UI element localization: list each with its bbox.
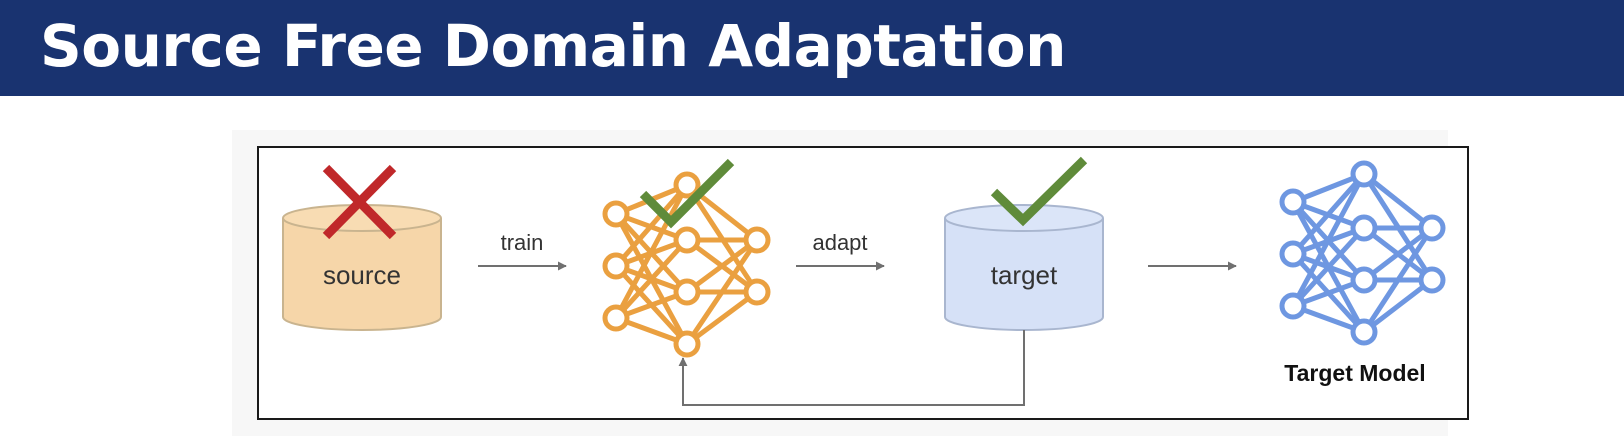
network-connection bbox=[1362, 172, 1434, 230]
source-model-network bbox=[602, 171, 771, 358]
network-node bbox=[1350, 214, 1378, 242]
network-connection bbox=[1291, 226, 1366, 308]
network-connection bbox=[613, 183, 690, 320]
network-node bbox=[1418, 266, 1446, 294]
network-node bbox=[1279, 240, 1307, 268]
title-bar: Source Free Domain Adaptation bbox=[0, 0, 1624, 96]
network-node bbox=[602, 252, 630, 280]
network-node bbox=[1418, 214, 1446, 242]
network-node bbox=[743, 278, 771, 306]
target-model-network bbox=[1279, 160, 1446, 346]
network-connection bbox=[685, 237, 759, 295]
network-connection bbox=[1362, 278, 1434, 334]
source-label: source bbox=[323, 260, 401, 290]
network-connection bbox=[684, 238, 760, 346]
cross-icon bbox=[322, 164, 397, 240]
feedback-arrow bbox=[678, 330, 1025, 406]
diagram-frame bbox=[257, 146, 1469, 420]
network-node bbox=[602, 304, 630, 332]
network-node bbox=[1350, 266, 1378, 294]
train-label: train bbox=[501, 230, 544, 255]
network-node bbox=[743, 226, 771, 254]
network-node bbox=[673, 226, 701, 254]
network-node bbox=[1350, 160, 1378, 188]
network-connection bbox=[685, 289, 759, 347]
network-node bbox=[673, 278, 701, 306]
network-connection bbox=[1362, 226, 1434, 282]
page-title: Source Free Domain Adaptation bbox=[40, 12, 1066, 80]
check-icon bbox=[639, 158, 735, 229]
network-node bbox=[602, 200, 630, 228]
network-node bbox=[673, 171, 701, 199]
network-connection bbox=[1291, 172, 1366, 256]
network-connection bbox=[1290, 172, 1367, 308]
network-connection bbox=[614, 238, 689, 320]
target-label: target bbox=[991, 260, 1058, 290]
network-node bbox=[1350, 318, 1378, 346]
network-node bbox=[673, 330, 701, 358]
network-connection bbox=[614, 183, 689, 268]
adapt-label: adapt bbox=[812, 230, 867, 255]
train-arrow: train bbox=[478, 230, 567, 271]
source-database: source bbox=[282, 204, 442, 331]
check-icon bbox=[990, 156, 1088, 227]
network-node bbox=[1279, 292, 1307, 320]
adapt-arrow: adapt bbox=[796, 230, 885, 271]
network-node bbox=[1279, 188, 1307, 216]
network-connection bbox=[1361, 226, 1435, 334]
target-model-label: Target Model bbox=[1284, 360, 1425, 386]
